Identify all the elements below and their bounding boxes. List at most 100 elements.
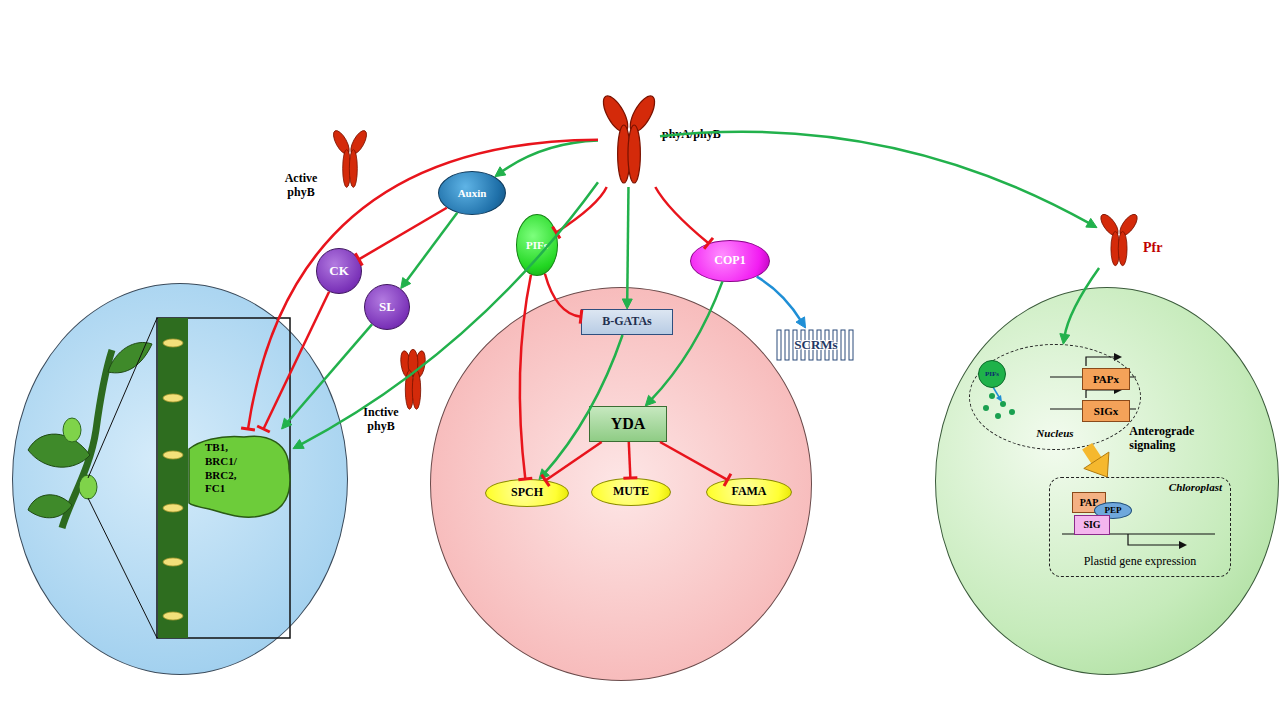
connector-line (556, 187, 606, 233)
photoreceptor: phyA/phyB (598, 92, 660, 187)
receptor-lobe (628, 125, 640, 183)
connector-line (1064, 268, 1099, 337)
factor-circle: PIFs (978, 360, 1006, 388)
factor-ellipse: PIFs (516, 214, 558, 276)
protein-box: SIG (1074, 515, 1110, 535)
connector (539, 335, 623, 480)
stem-node (163, 394, 183, 402)
node-marks (163, 339, 183, 620)
arrow-head (796, 317, 806, 328)
arrow-head (495, 167, 506, 177)
membrane-stripe (849, 330, 853, 360)
connector (518, 275, 532, 480)
connector-line (500, 141, 598, 173)
node-label: Auxin (458, 187, 487, 200)
inhibition-bar (257, 426, 270, 432)
connector (552, 187, 606, 238)
connector-line (299, 182, 598, 445)
arrow-head (401, 278, 411, 289)
membrane-stripe (777, 330, 781, 360)
inhibition-bar (724, 474, 731, 486)
hormone-circle: CK (316, 248, 362, 294)
connector-line (660, 132, 1091, 225)
connector-line (757, 277, 802, 322)
photoreceptor: Active phyB (330, 128, 370, 190)
connector-line (286, 324, 372, 423)
bud-outline (189, 436, 290, 517)
connector (623, 442, 637, 478)
connector (541, 442, 601, 486)
connector (401, 213, 457, 289)
node-label: PAPx (1093, 373, 1119, 386)
connector-line (544, 335, 623, 474)
pif-dot (1000, 401, 1006, 407)
stem-node (163, 451, 183, 459)
gene-box: PAPx (1082, 368, 1130, 390)
chloroplast-outline: ChloroplastPlastid gene expressionPAPPEP… (1049, 477, 1231, 577)
factor-ellipse: FAMA (706, 478, 792, 506)
connector-line (545, 442, 601, 480)
photoreceptor: Pfr (1097, 212, 1141, 268)
connector (1060, 268, 1099, 344)
connector (282, 324, 372, 429)
connector-line (405, 213, 457, 283)
node-label: COP1 (714, 254, 745, 268)
node-label: FAMA (731, 485, 766, 499)
node-label: Pfr (1143, 240, 1162, 256)
connector (757, 277, 806, 328)
factor-ellipse: SPCH (485, 479, 569, 507)
node-label: TB1, BRC1/ BRC2, FC1 (205, 441, 251, 496)
stem-section (158, 318, 188, 638)
photoreceptor: Inctive phyB (392, 348, 434, 412)
stem-node (163, 504, 183, 512)
arrow-head (1084, 452, 1109, 477)
receptor-symbol (330, 128, 370, 190)
node-label: SL (379, 300, 395, 315)
receptor-symbol (392, 348, 434, 412)
arrow-head (293, 440, 304, 449)
pif-dot (983, 405, 989, 411)
connector-line (520, 275, 531, 479)
node-label: CK (329, 264, 349, 279)
node-label: MUTE (613, 485, 649, 499)
context-circle: NucleusPIFsPAPxSIGxChloroplastPlastid ge… (935, 287, 1279, 675)
bud-shape: TB1, BRC1/ BRC2, FC1 (189, 429, 293, 523)
arrow-head (1060, 334, 1070, 345)
connector (257, 292, 329, 432)
membrane-stripe (785, 330, 789, 360)
connector (622, 187, 632, 309)
node-label: SCRMs (794, 338, 837, 353)
arrow-head (622, 299, 632, 309)
axillary-bud (79, 475, 97, 499)
arrow-head (282, 418, 292, 429)
hormone-ellipse: Auxin (438, 171, 506, 215)
inhibition-bar (580, 310, 582, 324)
node-label: B-GATAs (602, 315, 652, 329)
hormone-circle: SL (364, 284, 410, 330)
stem-node (163, 339, 183, 347)
connector (293, 182, 598, 448)
node-label: YDA (611, 415, 646, 433)
node-label: PIFs (526, 239, 548, 252)
inhibition-bar (518, 478, 532, 480)
node-label: Active phyB (274, 172, 328, 200)
connector-line (655, 187, 708, 243)
axillary-bud (63, 418, 81, 442)
membrane-stripe (841, 330, 845, 360)
pif-dot (1009, 409, 1015, 415)
node-label: PIFs (985, 370, 999, 378)
inhibition-bar (241, 428, 255, 430)
connector (241, 140, 598, 430)
context-circle: B-GATAsYDA SPCH MUTE FAMA (430, 287, 812, 681)
edge-label: Anterograde signaling (1129, 424, 1209, 453)
node-label: SIGx (1094, 405, 1118, 418)
arrow-head (645, 395, 656, 406)
node-label: Chloroplast (1169, 481, 1222, 494)
node-label: Plastid gene expression (1050, 555, 1230, 569)
receptor-lobe (1118, 231, 1127, 265)
connector (355, 208, 447, 266)
receptor-lobe (412, 370, 420, 409)
arrow-head (1086, 218, 1097, 227)
connector-line (359, 208, 447, 260)
